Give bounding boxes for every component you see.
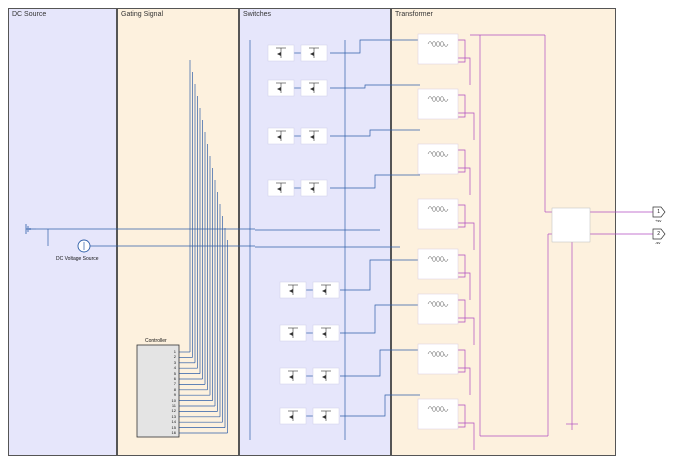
switch-block[interactable] — [267, 79, 295, 97]
transformer-block[interactable] — [417, 293, 459, 325]
controller-port-11: 11 — [171, 403, 176, 408]
switch-block[interactable] — [279, 324, 307, 342]
gating-signal-area-label: Gating Signal — [121, 11, 164, 18]
switches-area-label: Switches — [243, 11, 272, 18]
transformer-area-label: Transformer — [395, 11, 433, 18]
controller-port-5: 5 — [173, 370, 176, 376]
switch-block[interactable] — [312, 367, 340, 385]
switch-block[interactable] — [267, 179, 295, 197]
controller-port-1: 1 — [173, 349, 176, 354]
controller-port-15: 15 — [171, 424, 176, 430]
dc-voltage-source-label: DC Voltage Source — [56, 256, 99, 262]
electrical-reference-icon[interactable] — [566, 418, 578, 430]
output-transformer-block[interactable] — [551, 207, 591, 243]
transformer-block[interactable] — [417, 248, 459, 280]
outport-2-block[interactable] — [652, 228, 666, 240]
transformer-block[interactable] — [417, 343, 459, 375]
transformer-block[interactable] — [417, 33, 459, 65]
switch-block[interactable] — [279, 407, 307, 425]
controller-port-16: 16 — [171, 430, 176, 435]
controller-port-8: 8 — [173, 386, 176, 392]
controller-port-6: 6 — [173, 376, 176, 381]
outport-2-number: 2 — [657, 231, 660, 237]
controller-port-2: 2 — [173, 354, 176, 360]
switch-block[interactable] — [279, 281, 307, 299]
switch-block[interactable] — [267, 44, 295, 62]
outport-2-label: -sv — [655, 240, 661, 245]
controller-block[interactable] — [136, 344, 180, 438]
switch-block[interactable] — [312, 281, 340, 299]
dc-voltage-source-block[interactable] — [77, 239, 91, 253]
controller-port-4: 4 — [173, 365, 176, 371]
physical-wires — [458, 34, 653, 450]
transformer-block[interactable] — [417, 198, 459, 230]
switch-blocks — [267, 44, 340, 425]
outport-1-number: 1 — [657, 209, 660, 215]
ground-reference-icon[interactable] — [25, 224, 36, 234]
controller-port-13: 13 — [171, 413, 176, 419]
switch-block[interactable] — [312, 324, 340, 342]
controller-title: Controller — [145, 338, 167, 344]
switch-block[interactable] — [312, 407, 340, 425]
transformer-blocks — [417, 33, 579, 430]
switch-block[interactable] — [267, 127, 295, 145]
controller-port-9: 9 — [173, 392, 176, 398]
transformer-block[interactable] — [417, 398, 459, 430]
outport-1-block[interactable] — [652, 206, 666, 218]
switch-block[interactable] — [279, 367, 307, 385]
dc-source-area-label: DC Source — [12, 11, 47, 18]
transformer-block[interactable] — [417, 88, 459, 120]
signal-wires — [36, 39, 420, 440]
outport-1-label: +sv — [655, 218, 662, 223]
transformer-block[interactable] — [417, 143, 459, 175]
switch-block[interactable] — [300, 79, 328, 97]
switch-block[interactable] — [300, 179, 328, 197]
controller-port-10: 10 — [171, 397, 176, 403]
controller-port-7: 7 — [173, 381, 176, 387]
switch-block[interactable] — [300, 127, 328, 145]
switch-block[interactable] — [300, 44, 328, 62]
controller-port-14: 14 — [171, 419, 176, 425]
controller-port-3: 3 — [173, 359, 176, 365]
controller-port-12: 12 — [171, 408, 176, 414]
